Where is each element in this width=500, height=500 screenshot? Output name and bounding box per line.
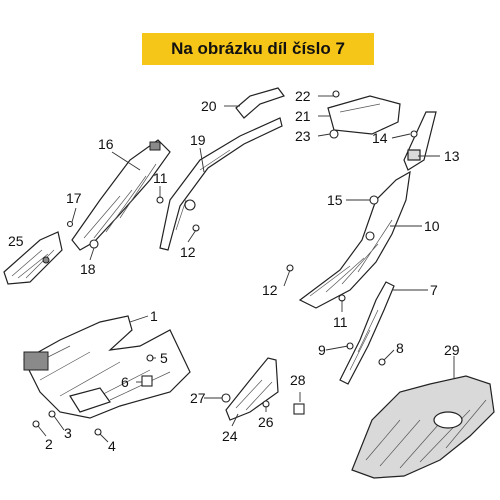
- callout-27: 27: [190, 390, 206, 406]
- screw-22: [332, 90, 340, 98]
- fasteners: [32, 90, 418, 436]
- callout-29: 29: [444, 342, 460, 358]
- callout-26: 26: [258, 414, 274, 430]
- screw-12a: [192, 224, 200, 232]
- callout-19: 19: [190, 132, 206, 148]
- callout-12-lower: 12: [262, 282, 278, 298]
- part-24-bracket-panel: [225, 357, 279, 421]
- callout-9: 9: [318, 342, 326, 358]
- callout-24: 24: [222, 428, 238, 444]
- callout-numbers: 20 22 21 23 14 13 16 19 11 12 15 10 12 1…: [8, 88, 460, 454]
- callout-11-lower: 11: [333, 314, 348, 330]
- callout-5: 5: [160, 350, 168, 366]
- part-29-underbody-tray: [351, 375, 495, 479]
- clip-15: [369, 195, 379, 205]
- callout-15: 15: [327, 192, 343, 208]
- screw-17: [66, 220, 74, 228]
- callout-8: 8: [396, 340, 404, 356]
- callout-17: 17: [66, 190, 82, 206]
- callout-3: 3: [64, 425, 72, 441]
- grommet-28: [293, 403, 305, 415]
- callout-23: 23: [295, 128, 311, 144]
- callout-11-upper: 11: [153, 170, 168, 186]
- clip-27: [221, 393, 231, 403]
- callout-14: 14: [372, 130, 388, 146]
- callout-10: 10: [424, 218, 440, 234]
- clip-6: [141, 375, 153, 387]
- callout-12-upper: 12: [180, 244, 196, 260]
- screw-2: [32, 420, 40, 428]
- callout-1: 1: [150, 308, 158, 324]
- part-21-cover-plate: [327, 95, 401, 135]
- callout-6: 6: [121, 374, 129, 390]
- callout-16: 16: [98, 136, 114, 152]
- screw-8: [378, 358, 386, 366]
- callout-13: 13: [444, 148, 460, 164]
- callout-2: 2: [45, 436, 53, 452]
- screw-4: [94, 428, 102, 436]
- callout-22: 22: [295, 88, 311, 104]
- callout-21: 21: [295, 108, 311, 124]
- callout-28: 28: [290, 372, 306, 388]
- callout-25: 25: [8, 233, 24, 249]
- part-number-banner: Na obrázku díl číslo 7: [142, 33, 374, 65]
- part-13-bracket: [403, 111, 437, 171]
- part-1-lower-fairing: [23, 315, 191, 419]
- nut-23: [329, 129, 339, 139]
- banner-text: Na obrázku díl číslo 7: [171, 39, 345, 58]
- part-16-inner-panel: [71, 139, 171, 251]
- washer-3: [48, 410, 56, 418]
- callout-7: 7: [430, 282, 438, 298]
- part-7-side-strip: [339, 281, 395, 385]
- callout-4: 4: [108, 438, 116, 454]
- part-25-side-cover: [3, 231, 63, 285]
- part-19-side-rail: [159, 117, 283, 251]
- clip-18: [89, 239, 99, 249]
- screw-14: [410, 130, 418, 138]
- callout-18: 18: [80, 261, 96, 277]
- callout-20: 20: [201, 98, 217, 114]
- leader-lines: [37, 95, 455, 443]
- part-10-side-panel: [298, 170, 411, 309]
- part-20-trim-strip: [235, 87, 285, 119]
